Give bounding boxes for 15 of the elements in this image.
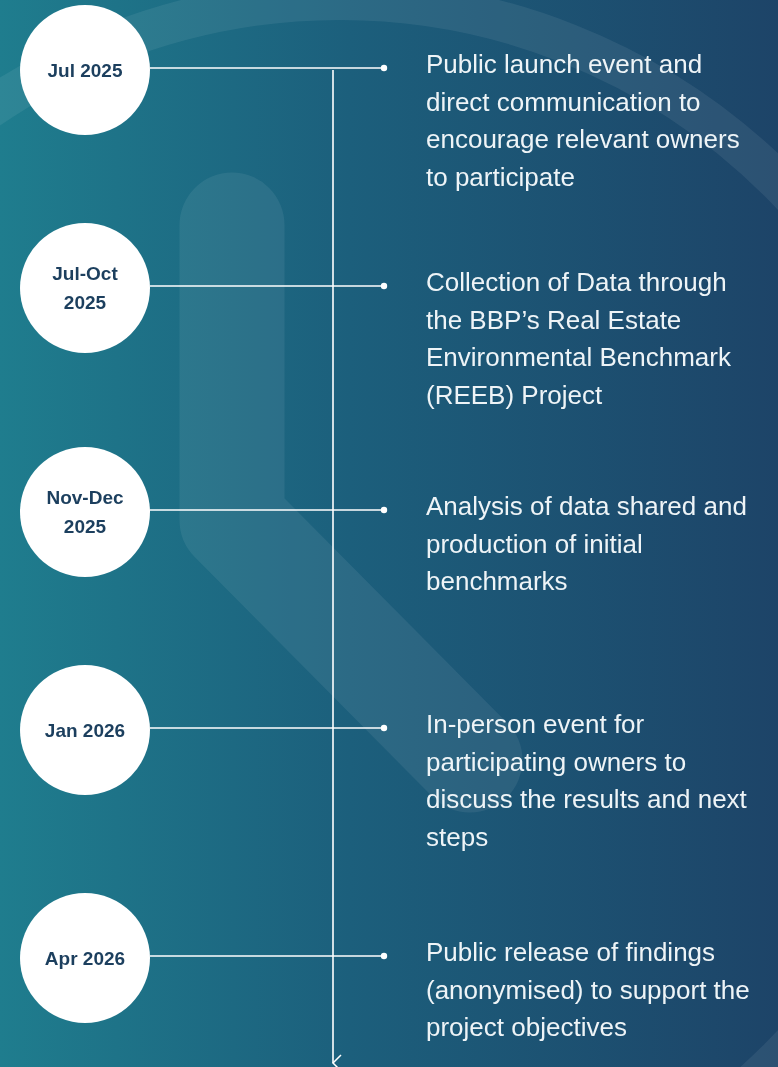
connector-line [149, 282, 388, 290]
connector-line [149, 952, 388, 960]
date-label: Jul 2025 [46, 58, 124, 83]
date-label: Apr 2026 [43, 946, 127, 971]
connector-line [149, 64, 388, 72]
milestone-description: Public launch event and direct communication to encourage relevant owners to participate [426, 46, 766, 196]
connector-line [149, 506, 388, 514]
connector-line [149, 724, 388, 732]
milestone-description: Collection of Data through the BBP’s Real Estate Environmental Benchmark (REEB) Project [426, 264, 766, 414]
milestone-description: Public release of findings (anonymised) to support the project objectives [426, 934, 766, 1047]
milestone-description: In-person event for participating owners to discuss the results and next steps [426, 706, 766, 856]
date-label: Jul-Oct 2025 [51, 262, 119, 315]
date-label: Jan 2026 [43, 718, 127, 743]
date-label: Nov-Dec 2025 [45, 486, 125, 539]
milestone-description: Analysis of data shared and production of initial benchmarks [426, 488, 766, 601]
